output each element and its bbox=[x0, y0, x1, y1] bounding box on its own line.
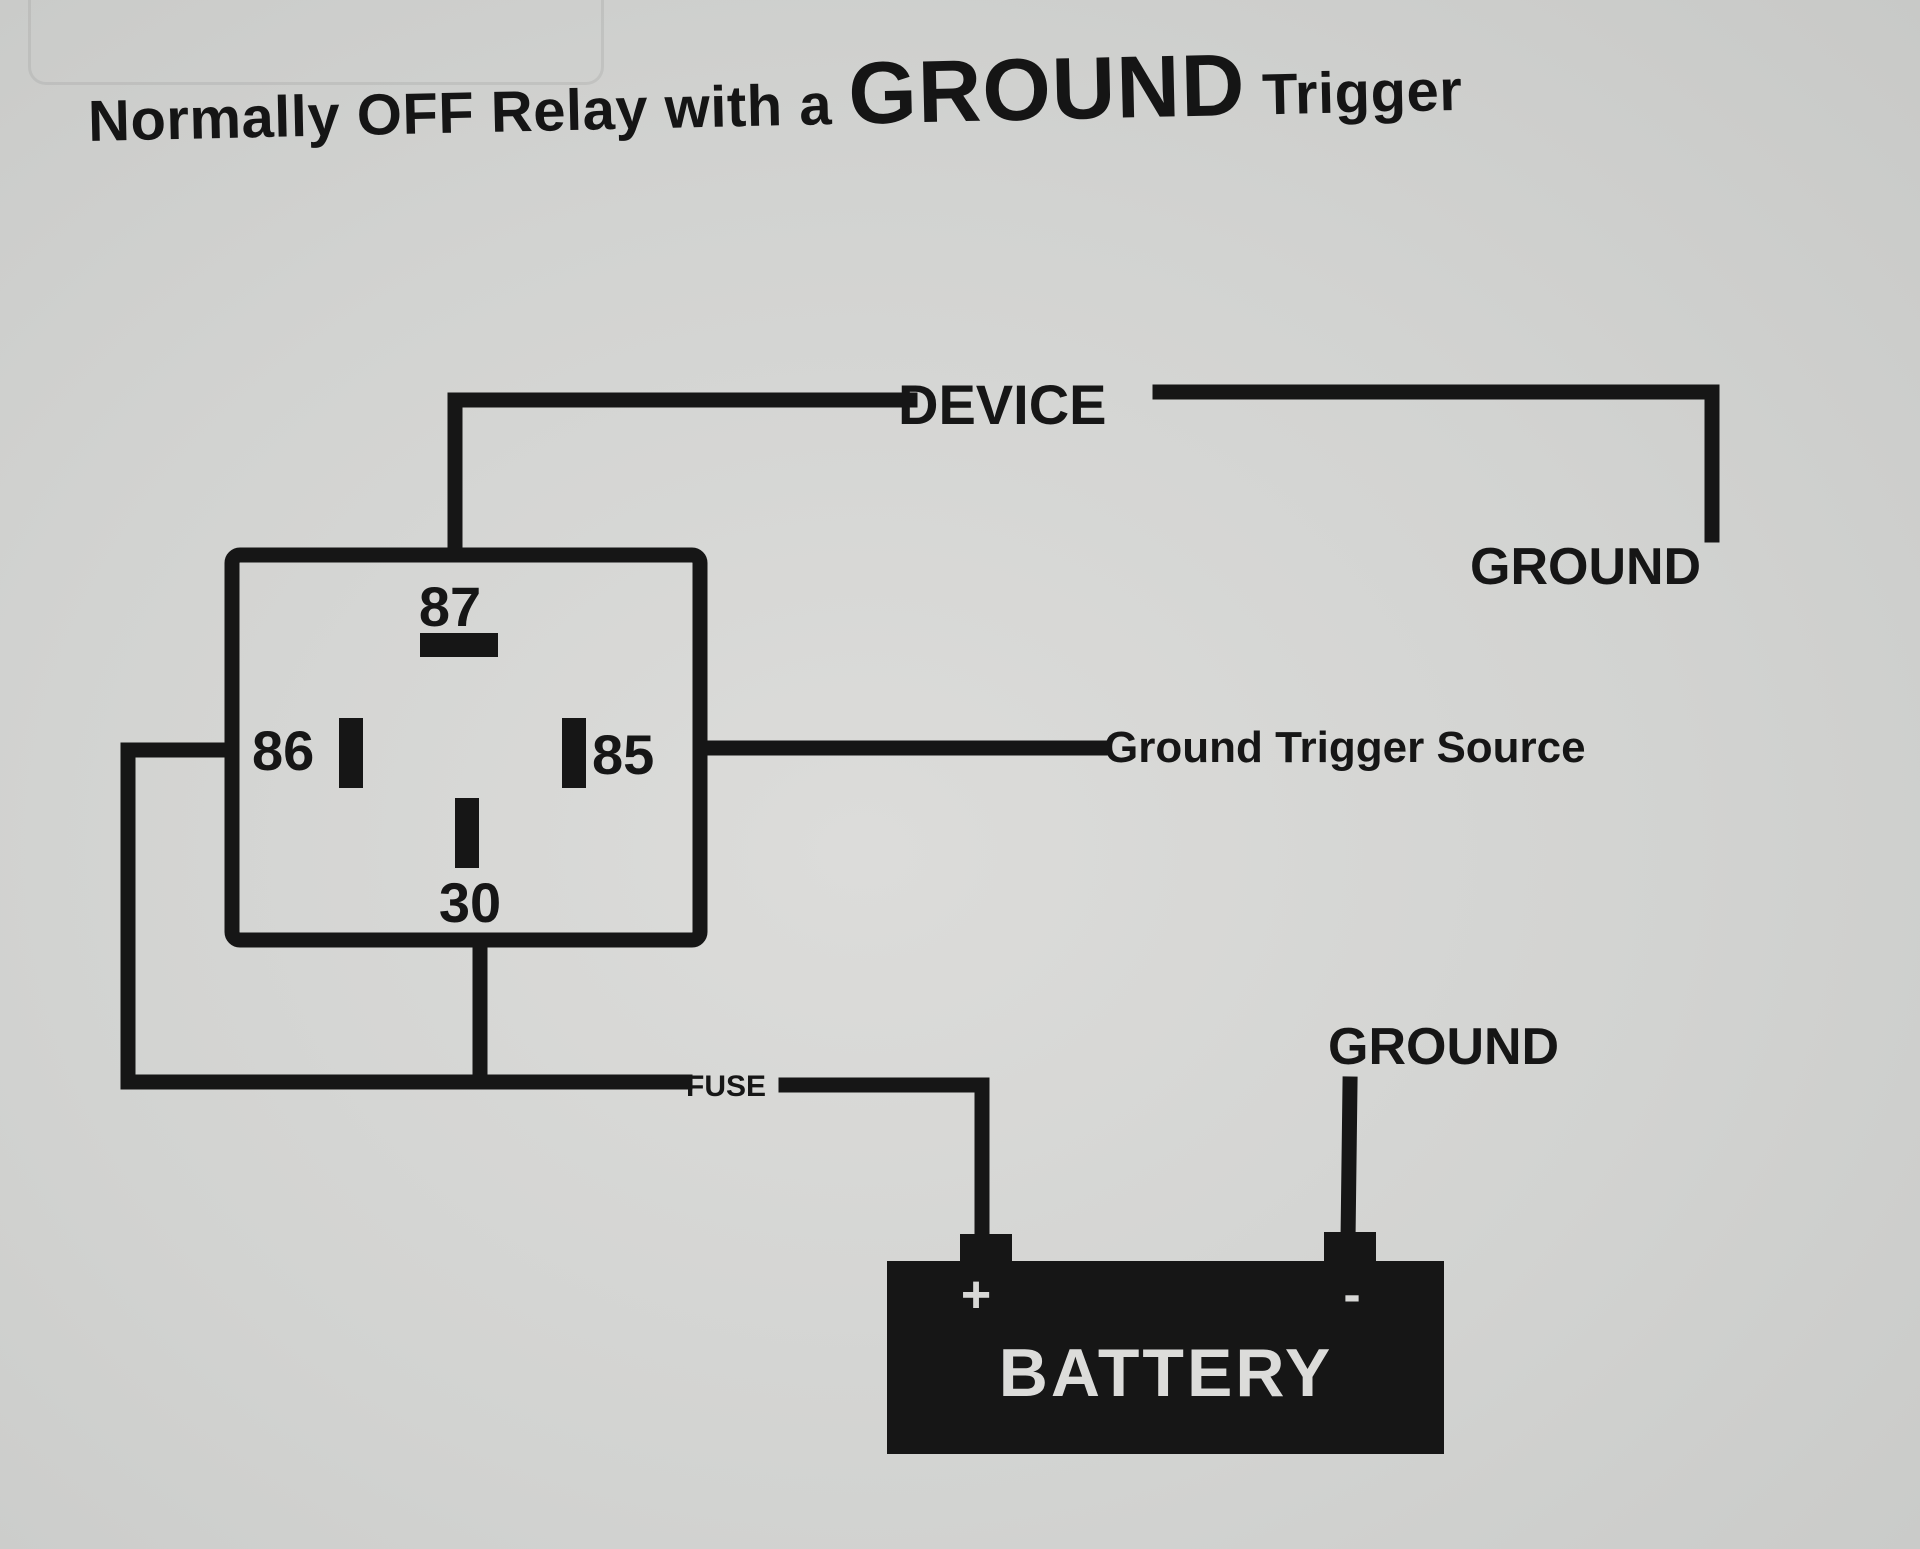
wire-87-to-device bbox=[447, 392, 918, 563]
fuse-label: FUSE bbox=[686, 1070, 766, 1103]
device-label: DEVICE bbox=[898, 373, 1107, 436]
battery-negative-sign: - bbox=[1343, 1266, 1360, 1324]
pin-87-contact bbox=[420, 633, 498, 657]
trigger-source-label: Ground Trigger Source bbox=[1104, 723, 1586, 772]
wire-battery-negative-to-ground bbox=[1340, 1076, 1358, 1248]
pin-85-contact bbox=[562, 718, 586, 788]
pin-86-label: 86 bbox=[252, 719, 314, 782]
pin-87-label: 87 bbox=[419, 575, 481, 638]
wire-fuse-to-battery-positive bbox=[778, 1077, 990, 1248]
battery-label: BATTERY bbox=[999, 1335, 1334, 1411]
pin-85-label: 85 bbox=[592, 723, 654, 786]
faint-background-box bbox=[28, 0, 604, 85]
pin-30-contact bbox=[455, 798, 479, 868]
wire-86-to-fuse bbox=[120, 742, 693, 1090]
pin-86-contact bbox=[339, 718, 363, 788]
battery-positive-sign: + bbox=[961, 1266, 991, 1324]
wire-device-to-ground bbox=[1152, 384, 1720, 543]
pin-30-label: 30 bbox=[439, 871, 501, 934]
device-ground-label: GROUND bbox=[1470, 538, 1701, 596]
battery-ground-label: GROUND bbox=[1328, 1018, 1559, 1076]
battery-body bbox=[887, 1261, 1444, 1454]
